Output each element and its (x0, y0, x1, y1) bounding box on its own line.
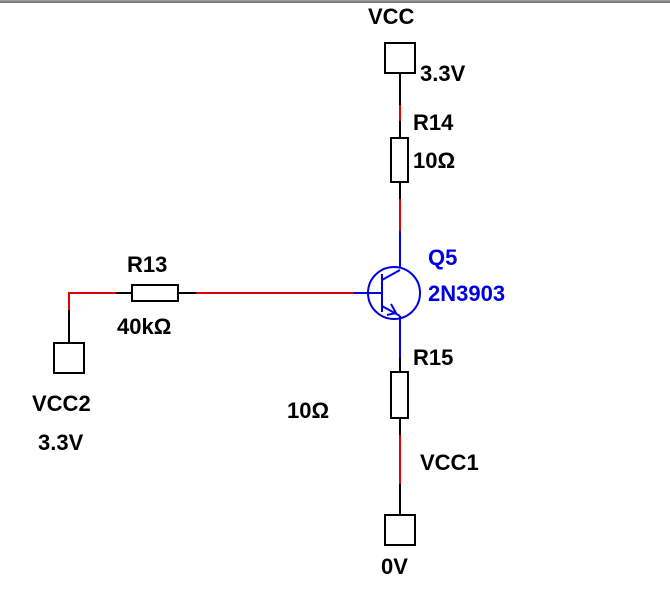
resistor-r13[interactable]: R13 40kΩ (117, 252, 179, 339)
r15-value-label: 10Ω (287, 398, 329, 423)
vcc-value-label: 3.3V (420, 61, 466, 86)
r14-value-label: 10Ω (413, 148, 455, 173)
q5-lower-lead (381, 305, 401, 317)
r14-ref-label: R14 (413, 110, 454, 135)
vcc1-terminal-box[interactable] (384, 514, 416, 546)
vcc2-terminal-box[interactable] (53, 342, 85, 374)
resistor-r15[interactable]: R15 10Ω (287, 345, 453, 423)
window-top-border (0, 0, 670, 3)
vcc-terminal-box[interactable] (384, 42, 416, 74)
q5-model-label: 2N3903 (428, 281, 505, 306)
vcc1-value-label: 0V (381, 554, 408, 579)
vcc1-name-label: VCC1 (420, 450, 479, 475)
r14-body[interactable] (390, 137, 409, 183)
vcc1-source[interactable]: VCC1 0V (381, 450, 479, 579)
q5-ref-label: Q5 (428, 245, 457, 270)
vcc-source[interactable]: VCC 3.3V (368, 4, 466, 86)
resistor-r14[interactable]: R14 10Ω (390, 110, 455, 183)
vcc2-source[interactable]: VCC2 3.3V (32, 342, 91, 455)
vcc2-name-label: VCC2 (32, 391, 91, 416)
r15-body[interactable] (390, 371, 409, 419)
q5-emitter-arrow-icon (386, 303, 398, 316)
vcc-name-label: VCC (368, 4, 415, 29)
q5-upper-lead (381, 269, 401, 281)
r13-body[interactable] (131, 284, 179, 302)
wire-segment-net[interactable] (68, 292, 116, 310)
transistor-q5[interactable]: Q5 2N3903 (367, 245, 505, 320)
vcc2-value-label: 3.3V (38, 430, 84, 455)
r13-value-label: 40kΩ (117, 314, 171, 339)
r15-ref-label: R15 (413, 345, 453, 370)
wire-vcc2-r13[interactable] (68, 292, 132, 343)
r13-ref-label: R13 (127, 252, 167, 277)
